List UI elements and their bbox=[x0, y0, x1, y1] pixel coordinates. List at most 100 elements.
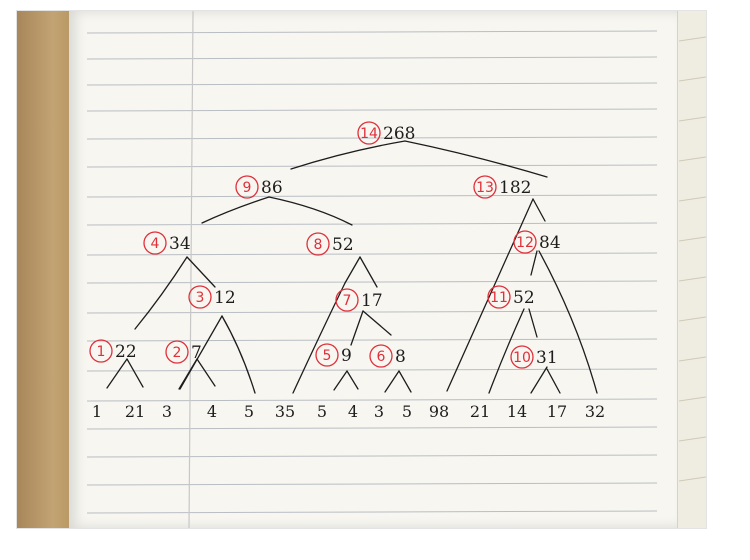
edge-7-3 bbox=[178, 358, 198, 390]
leaf-weight-9: 5 bbox=[402, 402, 412, 421]
node-weight: 52 bbox=[332, 235, 354, 255]
leaf-weight-10: 98 bbox=[429, 402, 449, 421]
edge-8-3 bbox=[384, 370, 400, 393]
leaf-weight-3: 4 bbox=[207, 402, 217, 421]
edge-34-12 bbox=[186, 256, 216, 288]
edge-17-8 bbox=[362, 310, 392, 336]
step-circle-icon bbox=[143, 231, 167, 255]
edge-268-86 bbox=[290, 140, 406, 170]
node-weight: 7 bbox=[191, 343, 202, 363]
leaf-weight-13: 17 bbox=[547, 402, 567, 421]
node-weight: 12 bbox=[214, 288, 236, 308]
step-number: 2 bbox=[173, 345, 182, 361]
step-number: 10 bbox=[513, 350, 531, 366]
edge-52-31 bbox=[528, 308, 538, 338]
node-weight: 8 bbox=[395, 347, 406, 367]
leaf-weight-7: 4 bbox=[348, 402, 358, 421]
node-n7: 7 17 bbox=[335, 288, 383, 312]
step-circle-icon bbox=[513, 230, 537, 254]
step-number: 8 bbox=[314, 237, 323, 253]
step-circle-icon bbox=[487, 285, 511, 309]
step-circle-icon bbox=[335, 288, 359, 312]
edge-84-32 bbox=[538, 250, 598, 394]
leaf-weight-2: 3 bbox=[162, 402, 172, 421]
node-n8: 8 52 bbox=[306, 232, 354, 256]
node-weight: 52 bbox=[513, 288, 535, 308]
node-weight: 182 bbox=[499, 178, 531, 198]
node-weight: 22 bbox=[115, 342, 137, 362]
step-circle-icon bbox=[165, 340, 189, 364]
next-page-edge bbox=[677, 11, 706, 528]
node-n1: 1 22 bbox=[89, 339, 137, 363]
node-weight: 17 bbox=[361, 291, 383, 311]
edge-17-9 bbox=[350, 310, 364, 346]
edge-52-21 bbox=[488, 308, 525, 394]
edge-12-5 bbox=[221, 315, 256, 394]
edge-31-14 bbox=[530, 366, 548, 394]
leaf-weight-14: 32 bbox=[585, 402, 605, 421]
step-circle-icon bbox=[306, 232, 330, 256]
ruled-lines bbox=[86, 30, 658, 514]
node-n11: 11 52 bbox=[487, 285, 535, 309]
leaf-weight-8: 3 bbox=[374, 402, 384, 421]
step-circle-icon bbox=[510, 345, 534, 369]
node-n10: 10 31 bbox=[510, 345, 558, 369]
edge-9-5 bbox=[333, 370, 348, 391]
leaf-weight-6: 5 bbox=[317, 402, 327, 421]
edge-52-17 bbox=[344, 256, 361, 284]
leaf-weight-12: 14 bbox=[507, 402, 527, 421]
node-weight: 9 bbox=[341, 346, 352, 366]
leaf-weight-1: 21 bbox=[125, 402, 145, 421]
edge-86-52 bbox=[268, 196, 353, 226]
step-circle-icon bbox=[369, 344, 393, 368]
step-number: 3 bbox=[196, 290, 205, 306]
edge-86-34 bbox=[201, 196, 270, 224]
step-number: 5 bbox=[323, 348, 332, 364]
step-number: 11 bbox=[490, 290, 508, 306]
node-n13: 13 182 bbox=[473, 175, 531, 199]
edge-34-22 bbox=[134, 256, 188, 330]
step-number: 1 bbox=[97, 344, 106, 360]
node-weight: 84 bbox=[539, 233, 561, 253]
node-weight: 86 bbox=[261, 178, 283, 198]
step-circle-icon bbox=[89, 339, 113, 363]
step-number: 14 bbox=[360, 126, 378, 142]
tree-edges bbox=[106, 140, 598, 394]
edge-8-5 bbox=[398, 370, 412, 393]
node-n14: 14 268 bbox=[357, 121, 415, 145]
edge-31-17 bbox=[546, 368, 561, 394]
node-n12: 12 84 bbox=[513, 230, 561, 254]
step-circle-icon bbox=[357, 121, 381, 145]
notebook-page bbox=[69, 11, 679, 528]
step-circle-icon bbox=[188, 285, 212, 309]
step-number: 9 bbox=[243, 180, 252, 196]
step-number: 7 bbox=[343, 293, 352, 309]
node-weight: 34 bbox=[169, 234, 191, 254]
leaf-weight-11: 21 bbox=[470, 402, 490, 421]
edge-52-35 bbox=[359, 256, 378, 288]
edge-35 bbox=[292, 282, 346, 394]
desk-surface bbox=[17, 11, 77, 528]
leaf-weight-4: 5 bbox=[244, 402, 254, 421]
step-number: 12 bbox=[516, 235, 534, 251]
margin-line bbox=[188, 11, 194, 528]
step-number: 13 bbox=[476, 180, 494, 196]
node-n9: 9 86 bbox=[235, 175, 283, 199]
node-n3: 3 12 bbox=[188, 285, 236, 309]
edge-268-182 bbox=[404, 140, 548, 178]
step-circle-icon bbox=[235, 175, 259, 199]
node-weight: 31 bbox=[536, 348, 558, 368]
leaf-weight-0: 1 bbox=[92, 402, 102, 421]
step-number: 6 bbox=[377, 349, 386, 365]
step-circle-icon bbox=[315, 343, 339, 367]
edge-7-4 bbox=[196, 358, 216, 387]
node-weight: 268 bbox=[383, 124, 415, 144]
edge-22-21 bbox=[126, 358, 144, 388]
next-page-lines bbox=[678, 36, 706, 482]
leaf-weight-5: 35 bbox=[275, 402, 295, 421]
